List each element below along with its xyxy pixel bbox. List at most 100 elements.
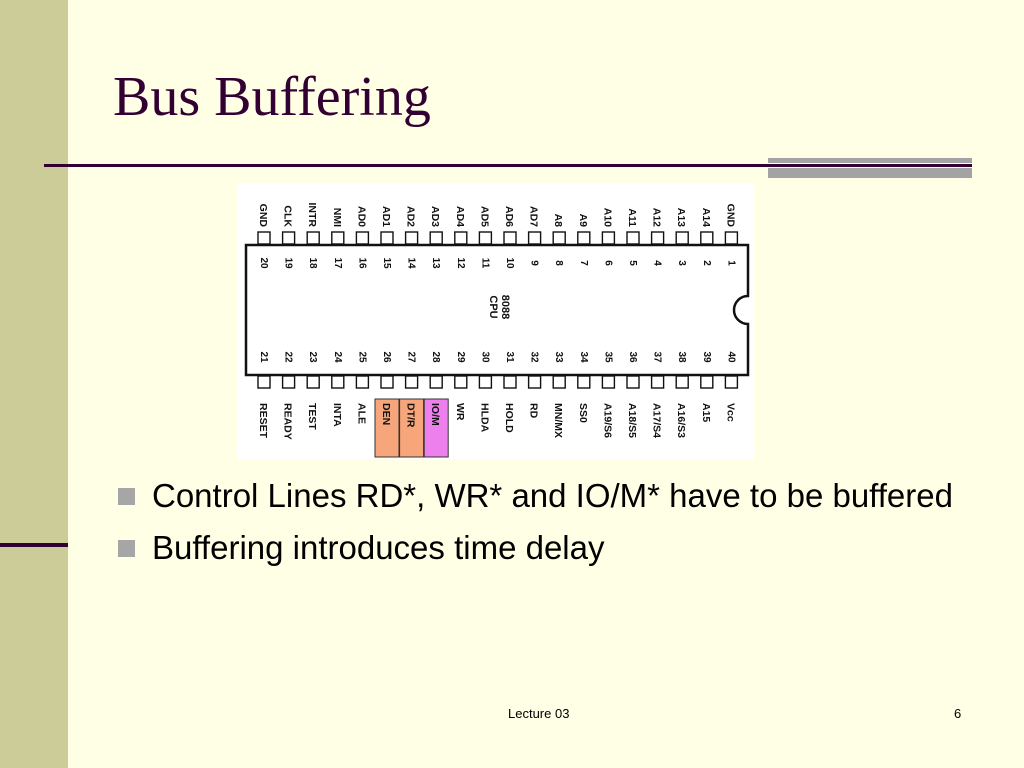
pin-number: 22 xyxy=(283,351,294,363)
pin-label: A12 xyxy=(651,208,663,227)
pin-pad xyxy=(675,231,689,245)
pin-label: AD6 xyxy=(503,206,515,227)
pin-pad xyxy=(306,231,320,245)
pin-label: AD1 xyxy=(380,206,392,227)
slide-title: Bus Buffering xyxy=(113,66,431,128)
pin-pad xyxy=(331,231,345,245)
pin-number: 7 xyxy=(578,260,589,266)
pin-pad xyxy=(601,231,616,245)
pin-label: A15 xyxy=(700,403,712,422)
pin-number: 9 xyxy=(529,260,540,266)
pin-pad xyxy=(380,231,394,245)
pin-label: INTA xyxy=(331,403,343,427)
pin-label: DEN xyxy=(380,403,392,425)
pin-number: 34 xyxy=(578,351,589,363)
pin-number: 23 xyxy=(307,351,318,363)
pin-pad xyxy=(700,375,714,389)
pin-pad xyxy=(478,375,493,389)
pin-number: 16 xyxy=(356,257,367,269)
pin-label: TEST xyxy=(306,403,318,430)
pin-label: HLDA xyxy=(478,403,490,433)
pin-number: 5 xyxy=(627,260,638,266)
square-bullet-icon xyxy=(118,488,135,505)
pin-pad xyxy=(478,231,493,245)
pin-label: CLK xyxy=(282,205,294,227)
pin-pad xyxy=(626,231,640,245)
pin-number: 33 xyxy=(553,351,564,363)
pin-label: ALE xyxy=(355,403,367,424)
pin-label: MN/MX xyxy=(552,403,564,438)
pin-pad xyxy=(552,375,566,389)
bullet-item: Control Lines RD*, WR* and IO/M* have to… xyxy=(118,476,978,516)
pin-label: NMI xyxy=(331,208,343,227)
pin-label: INTR xyxy=(306,203,318,228)
pin-number: 30 xyxy=(479,351,490,363)
pin-label: A9 xyxy=(577,214,589,228)
pin-pad xyxy=(281,231,296,245)
pin-number: 35 xyxy=(602,351,613,363)
pin-pad xyxy=(331,375,345,389)
chip-name-line: CPU xyxy=(487,295,499,318)
pin-pad xyxy=(257,375,271,389)
pin-pad xyxy=(675,375,689,389)
pin-number: 39 xyxy=(701,351,712,363)
chip-name-line: 8088 xyxy=(499,295,511,319)
pin-label: AD2 xyxy=(405,206,417,227)
pin-highlight xyxy=(423,398,449,458)
bullet-text: Control Lines RD*, WR* and IO/M* have to… xyxy=(152,477,953,514)
pin-number: 17 xyxy=(332,257,343,269)
pin-pad xyxy=(404,231,419,245)
pin-pad xyxy=(700,231,714,245)
pin-number: 6 xyxy=(602,260,613,266)
bullet-text: Buffering introduces time delay xyxy=(152,529,605,566)
pin-label: RD xyxy=(528,403,540,419)
pin-number: 2 xyxy=(701,260,712,266)
pin-pad xyxy=(650,375,665,389)
pin-label: GND xyxy=(724,204,736,228)
pin-number: 29 xyxy=(455,351,466,363)
pin-pad xyxy=(577,231,591,245)
pin-pad xyxy=(355,375,370,389)
pin-pad xyxy=(650,231,665,245)
pin-pad xyxy=(257,231,271,245)
pin-label: AD0 xyxy=(355,206,367,227)
left-decor-band xyxy=(0,0,68,768)
pin-highlight xyxy=(399,398,425,458)
pin-number: 28 xyxy=(430,351,441,363)
pin-pad xyxy=(527,231,542,245)
pin-pad xyxy=(724,231,739,245)
pin-pad xyxy=(552,231,566,245)
pin-label: Vcc xyxy=(724,403,736,422)
pin-label: AD4 xyxy=(454,206,466,227)
title-divider-accent xyxy=(768,158,972,178)
pin-number: 13 xyxy=(430,257,441,269)
pin-pad xyxy=(454,375,468,389)
pin-pad xyxy=(429,375,443,389)
pin-number: 1 xyxy=(725,260,736,266)
pin-number: 24 xyxy=(332,351,343,363)
pin-pad xyxy=(380,375,394,389)
pin-number: 26 xyxy=(381,351,392,363)
pin-number: 4 xyxy=(652,260,663,266)
pin-number: 31 xyxy=(504,351,515,363)
pin-label: SS0 xyxy=(577,403,589,423)
pin-label: A19/S6 xyxy=(601,403,613,438)
pin-number: 12 xyxy=(455,257,466,269)
pin-label: AD5 xyxy=(478,206,490,227)
pin-label: RESET xyxy=(257,403,269,439)
pin-number: 3 xyxy=(676,260,687,266)
pin-label: A18/S5 xyxy=(626,403,638,438)
pin-number: 8 xyxy=(553,260,564,266)
footer-label: Lecture 03 xyxy=(508,706,570,721)
pin-label: A16/S3 xyxy=(675,403,687,438)
pin-label: GND xyxy=(257,204,269,228)
pin-label: A14 xyxy=(700,208,712,227)
pin-label: READY xyxy=(282,403,294,440)
title-divider xyxy=(44,164,972,167)
pin-pad xyxy=(601,375,616,389)
pin-label: A17/S4 xyxy=(651,403,663,438)
pin-label: WR xyxy=(454,403,466,421)
pin-label: A11 xyxy=(626,208,638,227)
pin-number: 14 xyxy=(406,257,417,269)
